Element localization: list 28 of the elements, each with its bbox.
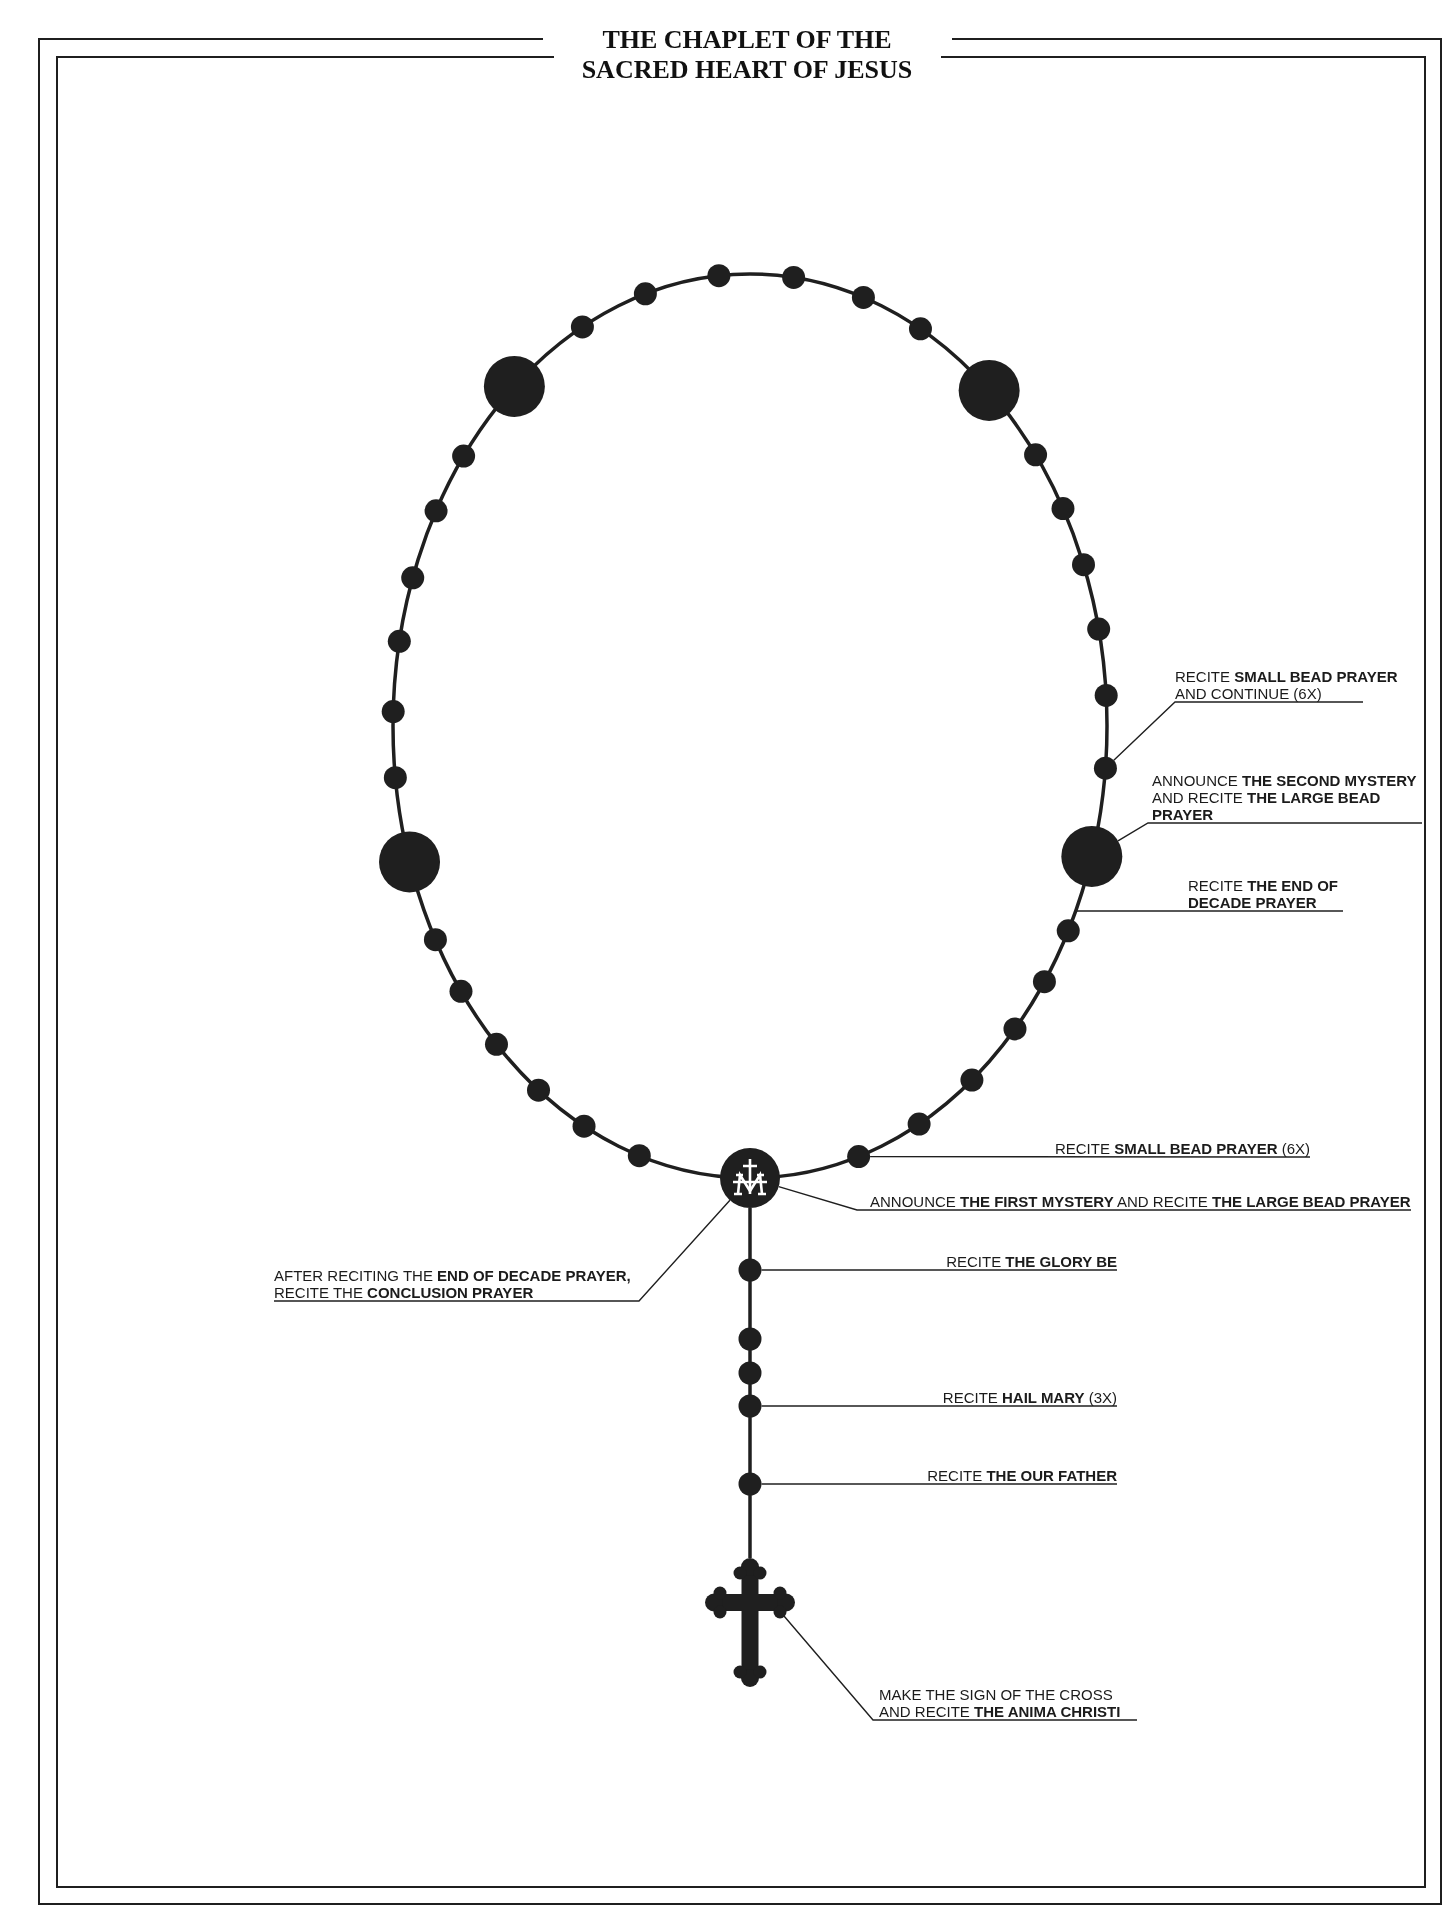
callout-label: RECITE THE OUR FATHER <box>927 1467 1117 1484</box>
leader-line <box>1117 822 1423 842</box>
callout-label: RECITE THE END OF DECADE PRAYER <box>1188 877 1348 911</box>
small-bead <box>738 1258 762 1282</box>
callout-label: MAKE THE SIGN OF THE CROSS AND RECITE THE ANIMA CHRISTI <box>879 1686 1137 1720</box>
leader-line <box>760 1405 1118 1407</box>
monogram-medallion <box>720 1148 780 1208</box>
leader-line <box>273 1199 731 1302</box>
callout-label: RECITE THE GLORY BE <box>946 1253 1117 1270</box>
callout-label: ANNOUNCE THE SECOND MYSTERY AND RECITE THE LARGE BEAD PRAYER <box>1152 772 1424 823</box>
small-bead <box>847 1145 871 1169</box>
callout-label: RECITE HAIL MARY (3X) <box>942 1389 1117 1406</box>
leader-line <box>778 1185 1412 1211</box>
rosary-chain <box>748 1208 752 1558</box>
leader-line <box>1113 701 1364 761</box>
leader-line <box>760 1269 1118 1271</box>
callout-label: RECITE SMALL BEAD PRAYER AND CONTINUE (6X) <box>1175 668 1420 702</box>
leader-line <box>1075 910 1344 912</box>
leader-line <box>783 1615 1138 1721</box>
small-bead <box>738 1472 762 1496</box>
cross <box>705 1558 795 1687</box>
small-bead <box>738 1394 762 1418</box>
callout-label: AFTER RECITING THE END OF DECADE PRAYER, RECITE THE CONCLUSION PRAYER <box>274 1267 654 1301</box>
leader-line <box>760 1483 1118 1485</box>
leader-line <box>869 1155 1311 1158</box>
callout-label: ANNOUNCE THE FIRST MYSTERY AND RECITE THE LARGE BEAD PRAYER <box>870 1193 1411 1210</box>
title: THE CHAPLET OF THE SACRED HEART OF JESUS <box>580 25 914 85</box>
callout-label: RECITE SMALL BEAD PRAYER (6X) <box>1054 1139 1310 1157</box>
